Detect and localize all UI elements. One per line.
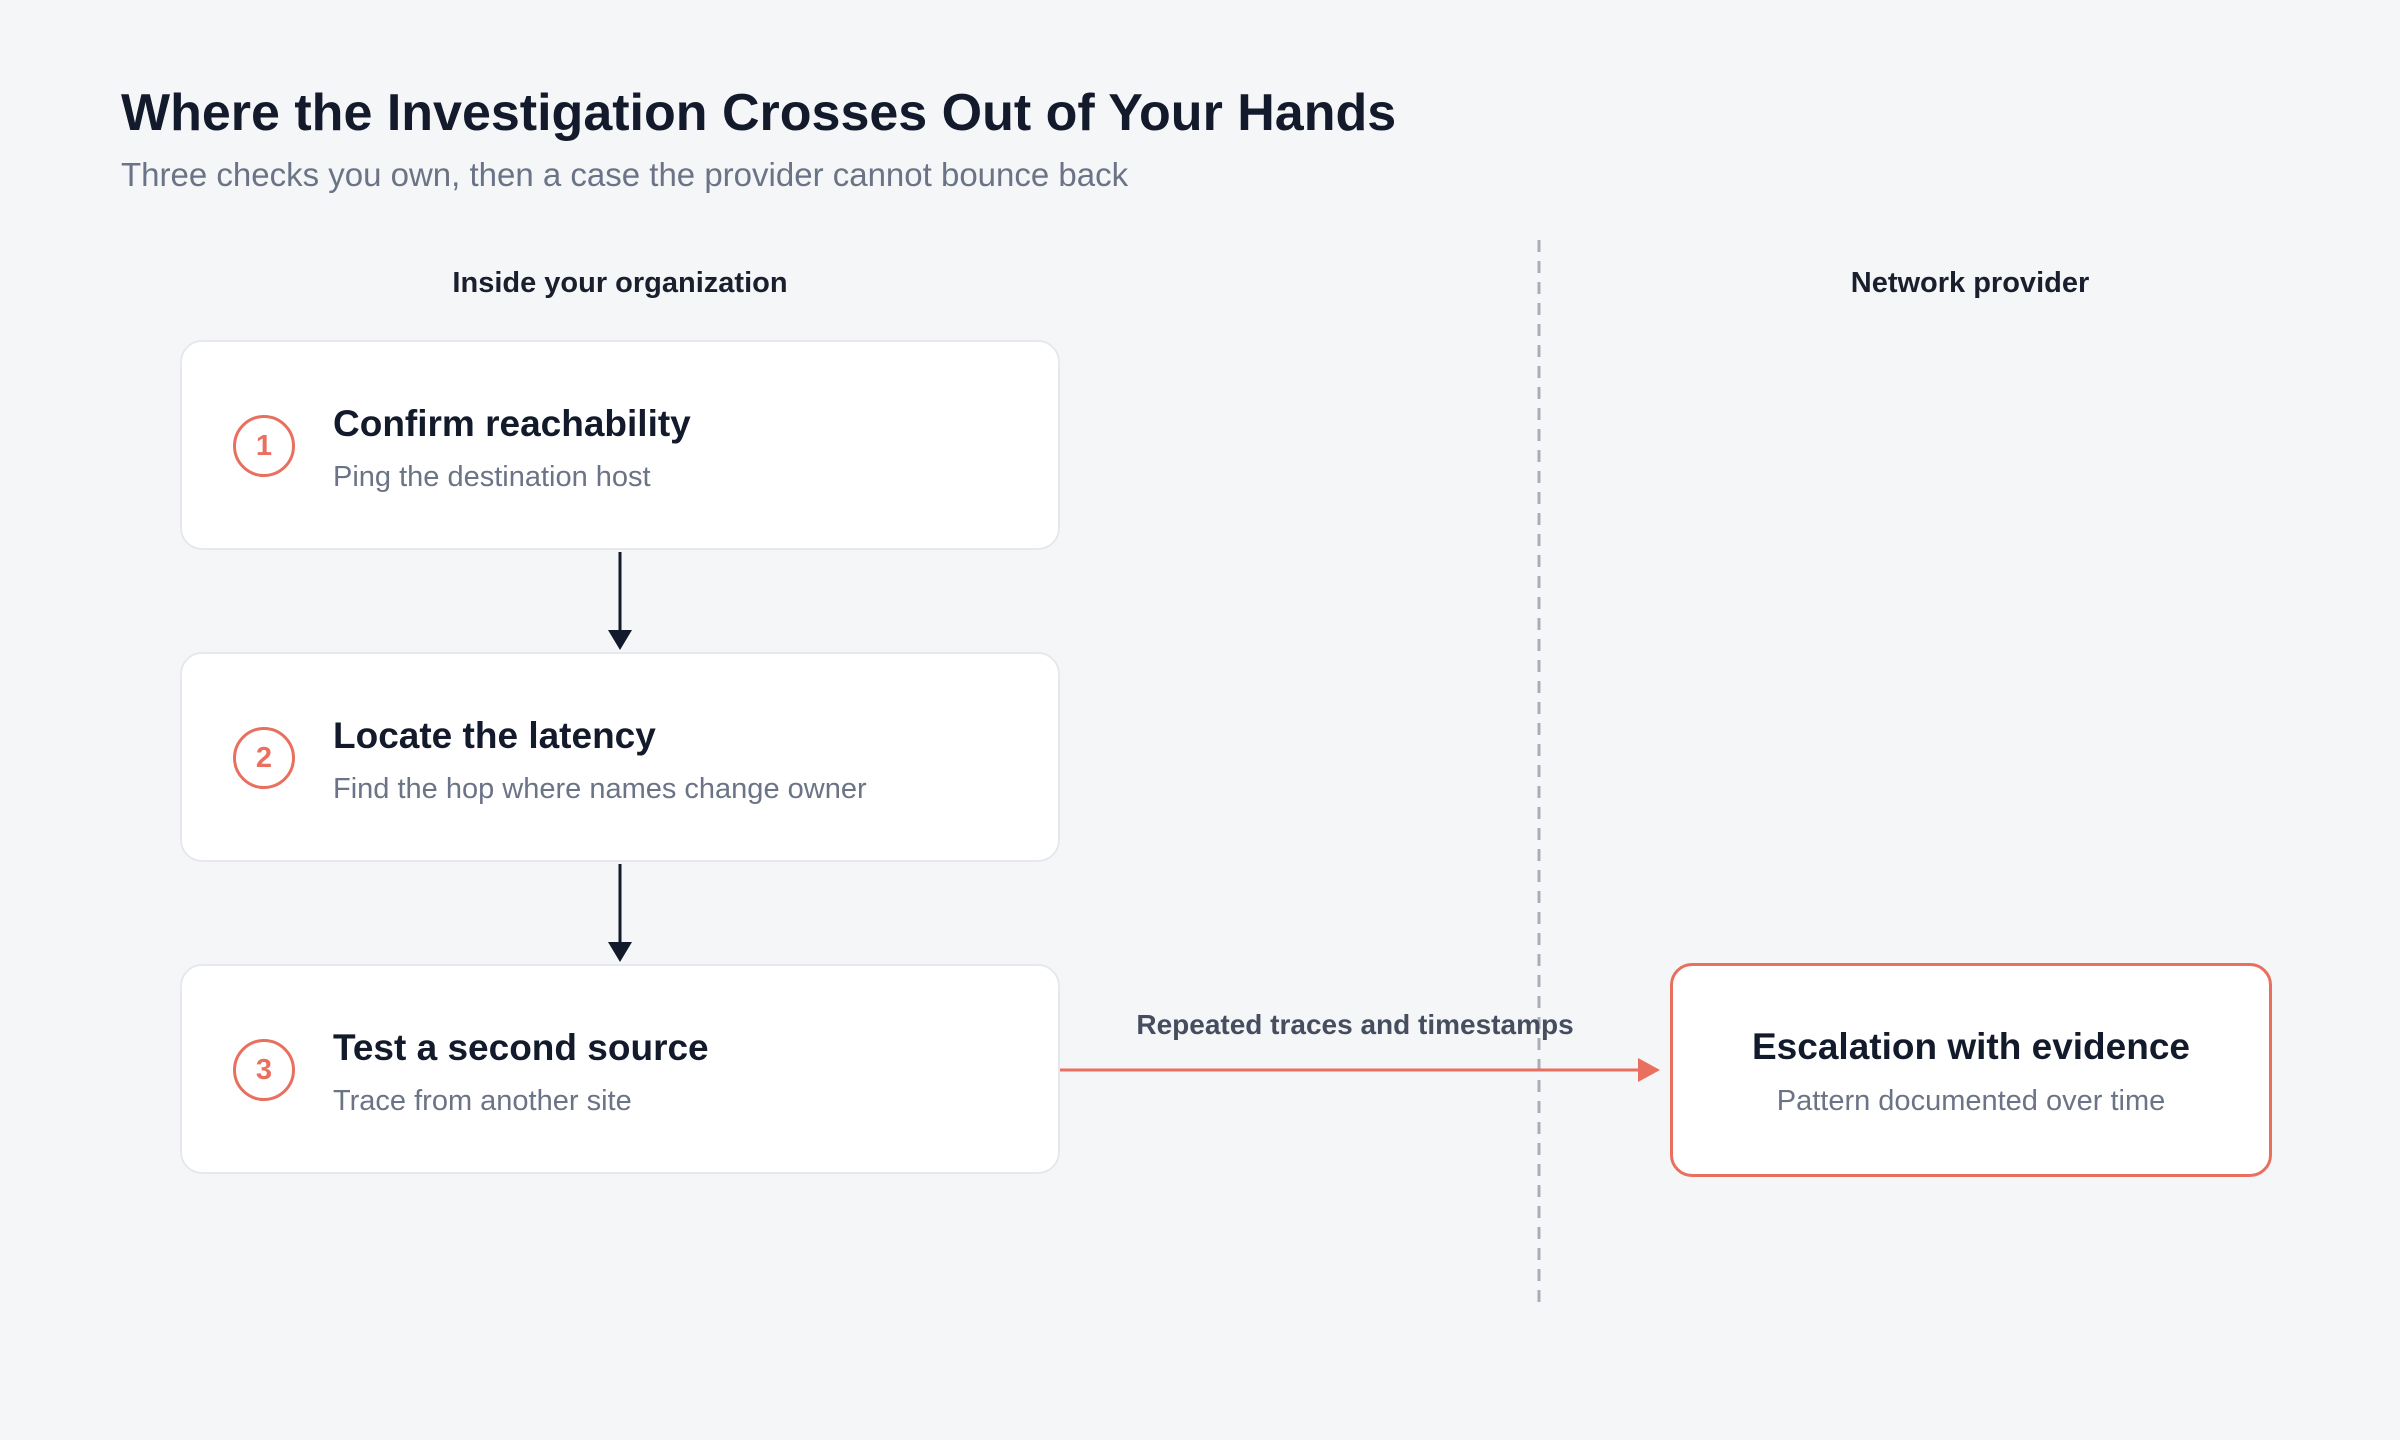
step-number-badge: 2 xyxy=(233,727,295,789)
step-title: Confirm reachability xyxy=(333,403,691,444)
handoff-label: Repeated traces and timestamps xyxy=(1136,1009,1574,1040)
lane-label-internal: Inside your organization xyxy=(452,267,788,299)
arrow-head-step3 xyxy=(608,942,632,962)
step-number-badge: 1 xyxy=(233,415,295,477)
step-description: Trace from another site xyxy=(333,1085,632,1117)
escalation-description: Pattern documented over time xyxy=(1776,1085,2166,1117)
step-description: Ping the destination host xyxy=(333,461,651,493)
step-card-3: 3 Test a second source Trace from anothe… xyxy=(180,964,1060,1174)
escalation-title: Escalation with evidence xyxy=(1752,1026,2190,1067)
step-card-1: 1 Confirm reachability Ping the destinat… xyxy=(180,340,1060,550)
page-title: Where the Investigation Crosses Out of Y… xyxy=(121,84,1397,142)
step-description: Find the hop where names change owner xyxy=(333,773,867,805)
handoff-arrow-head xyxy=(1638,1058,1660,1082)
escalation-card: Escalation with evidence Pattern documen… xyxy=(1670,963,2272,1177)
step-title: Test a second source xyxy=(333,1027,709,1068)
arrow-head-step2 xyxy=(608,630,632,650)
step-title: Locate the latency xyxy=(333,715,656,756)
page-subtitle: Three checks you own, then a case the pr… xyxy=(121,156,1129,193)
step-number-badge: 3 xyxy=(233,1039,295,1101)
lane-label-provider: Network provider xyxy=(1850,267,2090,299)
step-card-2: 2 Locate the latency Find the hop where … xyxy=(180,652,1060,862)
